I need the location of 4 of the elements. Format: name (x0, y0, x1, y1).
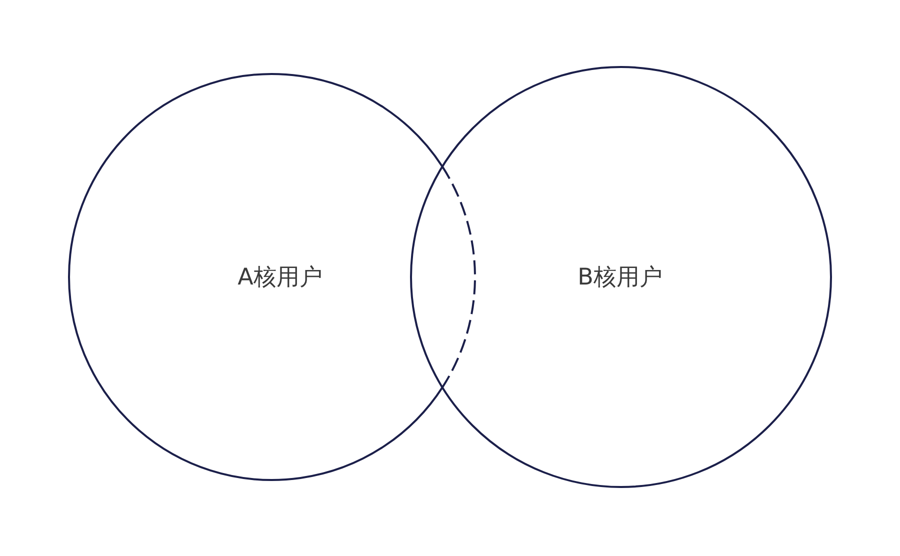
circle-label: B核用户 (578, 264, 662, 292)
venn-circle (69, 74, 475, 480)
venn-circle (411, 67, 831, 487)
circle-label: A核用户 (238, 264, 322, 292)
